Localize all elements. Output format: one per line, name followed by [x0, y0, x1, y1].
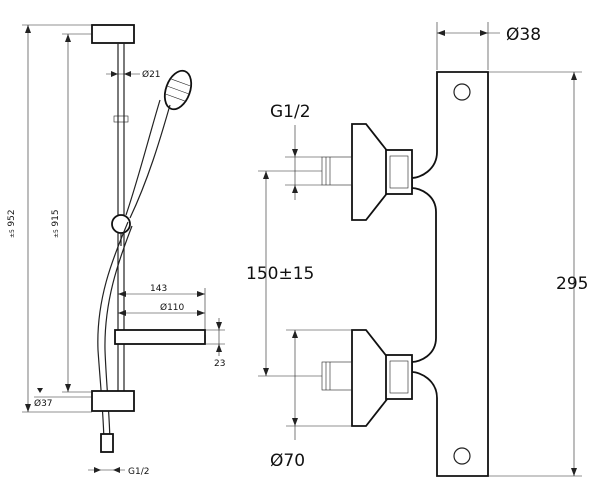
hand-shower-handle-edge [129, 104, 171, 219]
dim-bracket-diameter: Ø37 [34, 398, 53, 409]
top-fixing-hole [453, 83, 471, 101]
dim-shelf-height: 23 [214, 359, 225, 369]
dim-inlet-thread: G1/2 [270, 102, 311, 122]
left-dimensions: 952 ±5 915 ±5 Ø21 143 Ø110 23 [7, 24, 225, 477]
hose-connector [100, 433, 114, 453]
upper-escutcheon [351, 123, 389, 221]
dim-handle-diameter: Ø21 [142, 69, 161, 80]
mixer-body [411, 71, 489, 477]
upper-thread [321, 156, 353, 186]
right-dimensions: Ø38 G1/2 150±15 295 Ø70 [246, 22, 588, 477]
bottom-wall-bracket [91, 390, 135, 412]
bottom-fixing-hole [453, 447, 471, 465]
shower-hose [97, 221, 129, 446]
dim-total-tolerance: ±5 [9, 229, 16, 238]
shower-hose-edge [104, 225, 133, 446]
dim-mixer-height: 295 [556, 274, 588, 294]
dim-hose-thread: G1/2 [128, 467, 149, 477]
dim-inlet-centers: 150±15 [246, 264, 314, 284]
hand-shower [163, 69, 193, 111]
shower-rail-set [91, 24, 206, 453]
dim-total-height: 952 [7, 209, 17, 226]
dim-reach: 143 [150, 284, 167, 294]
lower-nut [385, 354, 413, 400]
dim-shelf: Ø110 [160, 302, 185, 313]
dim-bar-height: 915 [51, 209, 61, 226]
top-wall-bracket [91, 24, 135, 44]
hand-shower-handle [125, 99, 161, 216]
lower-inlet [321, 329, 413, 427]
dim-escutcheon-diameter: Ø70 [270, 451, 305, 471]
upper-nut [385, 149, 413, 195]
upper-inlet [321, 123, 413, 221]
lower-thread [321, 361, 353, 391]
soap-shelf [114, 329, 206, 345]
dim-bar-tolerance: ±5 [53, 229, 60, 238]
dim-mixer-width: Ø38 [506, 25, 541, 45]
thermostatic-mixer [321, 71, 489, 477]
bar-clamp [113, 115, 129, 123]
lower-escutcheon [351, 329, 389, 427]
